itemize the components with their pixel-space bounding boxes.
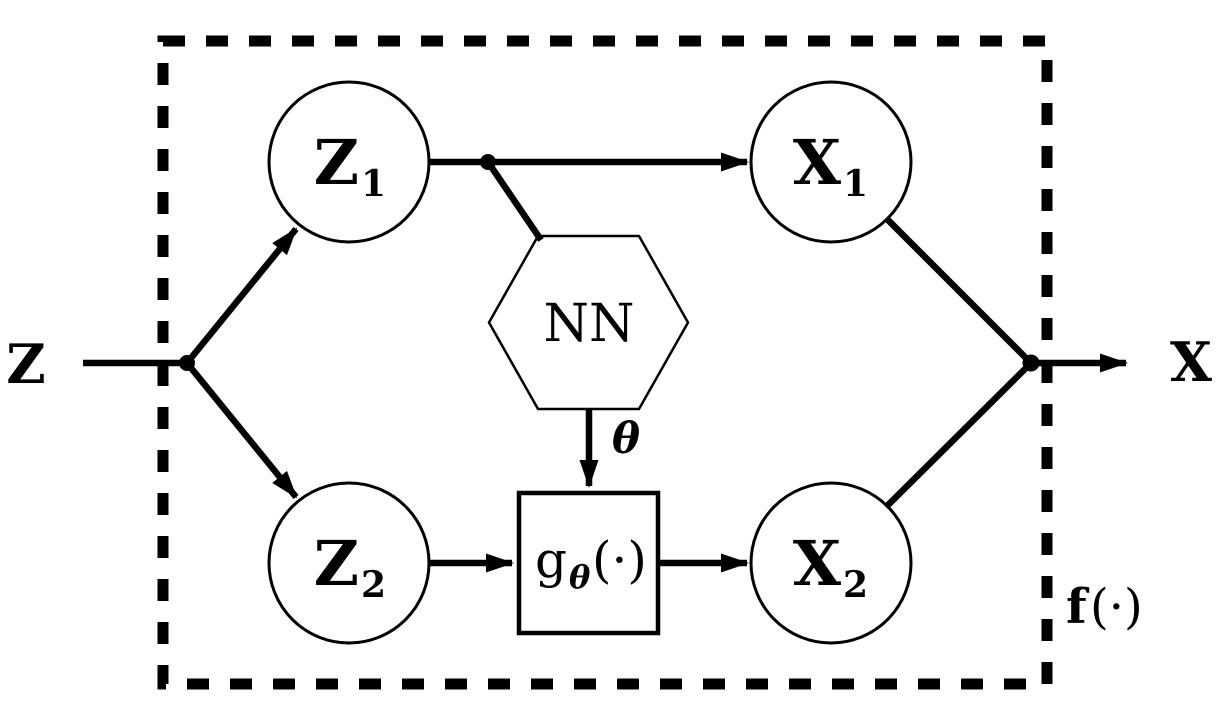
node-z2-label: Z: [314, 527, 359, 600]
node-x2-circle: [749, 481, 913, 645]
edge-split-to-z2: [184, 360, 299, 500]
function-label-args: (·): [1090, 579, 1143, 635]
node-z1-circle: [267, 80, 431, 244]
function-label-base: f: [1066, 579, 1090, 635]
node-x2-label: X: [793, 527, 842, 600]
node-z2-circle: [267, 481, 431, 645]
g-label-args: (·): [592, 531, 647, 589]
edge-split-to-z1: [184, 226, 299, 366]
g-label-base: g: [535, 531, 567, 589]
edge-x2-to-merge: [883, 360, 1034, 510]
node-x1-subscript: 1: [843, 163, 868, 205]
node-z1-label: Z: [314, 126, 359, 199]
node-z1-subscript: 1: [361, 163, 386, 205]
node-z2-subscript: 2: [361, 564, 386, 606]
nn-hexagon: [487, 234, 690, 411]
nn-label: NN: [544, 294, 635, 354]
node-x1-label: X: [793, 126, 842, 199]
edge-tap-to-nn: [485, 160, 544, 242]
input-label-z: Z: [6, 332, 45, 396]
node-x2-subscript: 2: [843, 564, 868, 606]
edge-x1-to-merge: [883, 215, 1034, 366]
g-label-subscript: θ: [569, 558, 591, 596]
output-label-x: X: [1170, 330, 1212, 394]
theta-label: θ: [612, 414, 640, 463]
node-x1-circle: [749, 80, 913, 244]
